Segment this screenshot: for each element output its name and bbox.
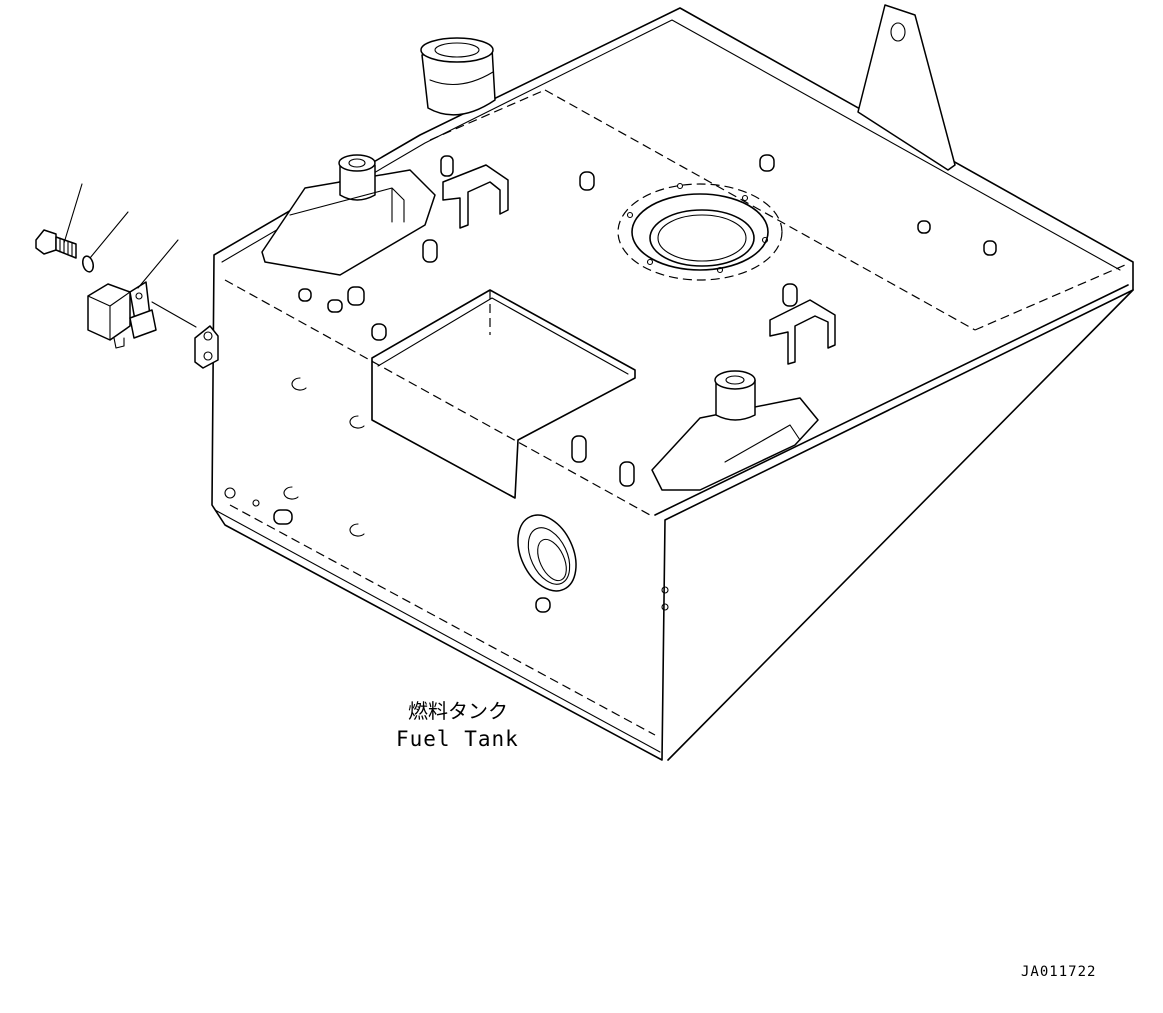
filler-neck <box>420 37 496 116</box>
bolt <box>35 229 77 259</box>
mounting-bracket <box>857 4 956 171</box>
washer <box>81 255 95 273</box>
studs <box>224 154 997 613</box>
wire-clips <box>283 377 365 537</box>
part-label-en: Fuel Tank <box>396 727 519 751</box>
recessed-pocket <box>371 289 636 499</box>
sensor-assembly <box>35 183 197 349</box>
sensor <box>87 281 157 349</box>
sender-boss-right <box>651 370 819 491</box>
front-flange <box>517 514 577 592</box>
sender-boss-left <box>261 154 436 276</box>
bracket-clip-1 <box>440 155 509 229</box>
drawing-code: JA011722 <box>1021 964 1096 980</box>
inspection-flange <box>617 182 783 281</box>
part-label-jp: 燃料タンク <box>408 699 508 723</box>
fuel-tank <box>211 7 1134 761</box>
bracket-clip-2 <box>769 283 836 365</box>
side-tab <box>194 325 219 369</box>
